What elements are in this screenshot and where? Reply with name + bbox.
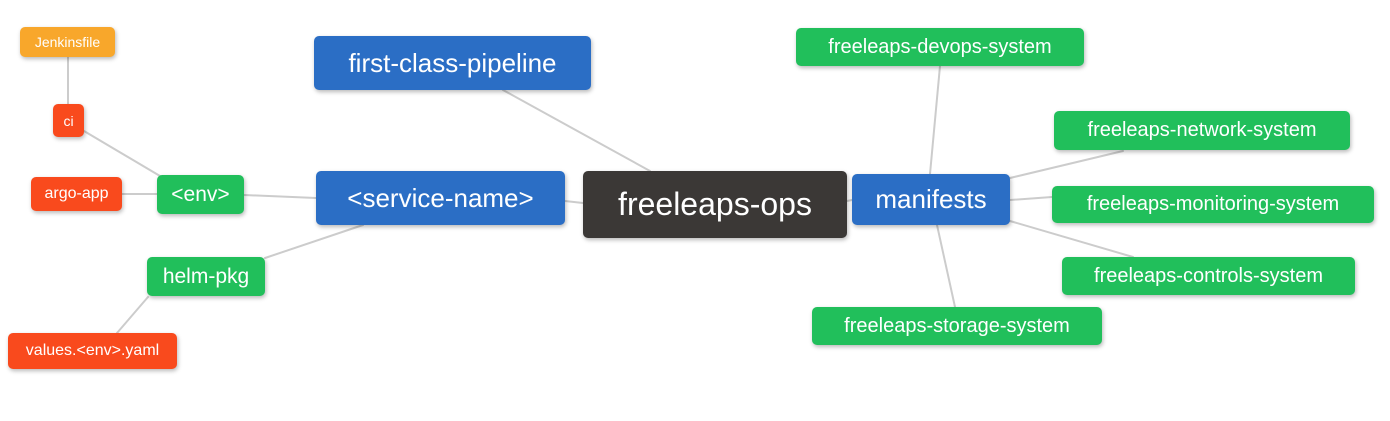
node-freeleaps-storage-system[interactable]: freeleaps-storage-system	[812, 307, 1102, 345]
node-first-class-pipeline[interactable]: first-class-pipeline	[314, 36, 591, 90]
edge-freeleaps-ops-manifests	[846, 199, 853, 202]
node-ci[interactable]: ci	[53, 104, 84, 137]
edge-pipeline-freeleaps-ops	[502, 89, 651, 172]
edge-manifests-storage	[936, 224, 956, 308]
node-freeleaps-ops-root[interactable]: freeleaps-ops	[583, 171, 847, 238]
edge-helm-pkg-values	[116, 296, 149, 334]
node-service-name[interactable]: <service-name>	[316, 171, 565, 225]
edge-ci-env	[83, 130, 161, 177]
node-argo-app[interactable]: argo-app	[31, 177, 122, 211]
node-jenkinsfile[interactable]: Jenkinsfile	[20, 27, 115, 57]
node-env[interactable]: <env>	[157, 175, 244, 214]
edge-service-name-freeleaps-ops	[564, 200, 584, 204]
node-helm-pkg[interactable]: helm-pkg	[147, 257, 265, 296]
edge-manifests-network	[1009, 150, 1124, 179]
edge-service-name-helm-pkg	[264, 224, 364, 259]
edge-manifests-controls	[1009, 220, 1134, 258]
node-freeleaps-monitoring-system[interactable]: freeleaps-monitoring-system	[1052, 186, 1374, 223]
node-values-env-yaml[interactable]: values.<env>.yaml	[8, 333, 177, 369]
edge-manifests-monitoring	[1009, 196, 1053, 201]
node-freeleaps-devops-system[interactable]: freeleaps-devops-system	[796, 28, 1084, 66]
edge-env-service-name	[243, 194, 317, 199]
node-freeleaps-network-system[interactable]: freeleaps-network-system	[1054, 111, 1350, 150]
edge-manifests-devops	[929, 65, 941, 175]
node-freeleaps-controls-system[interactable]: freeleaps-controls-system	[1062, 257, 1355, 295]
node-manifests[interactable]: manifests	[852, 174, 1010, 225]
